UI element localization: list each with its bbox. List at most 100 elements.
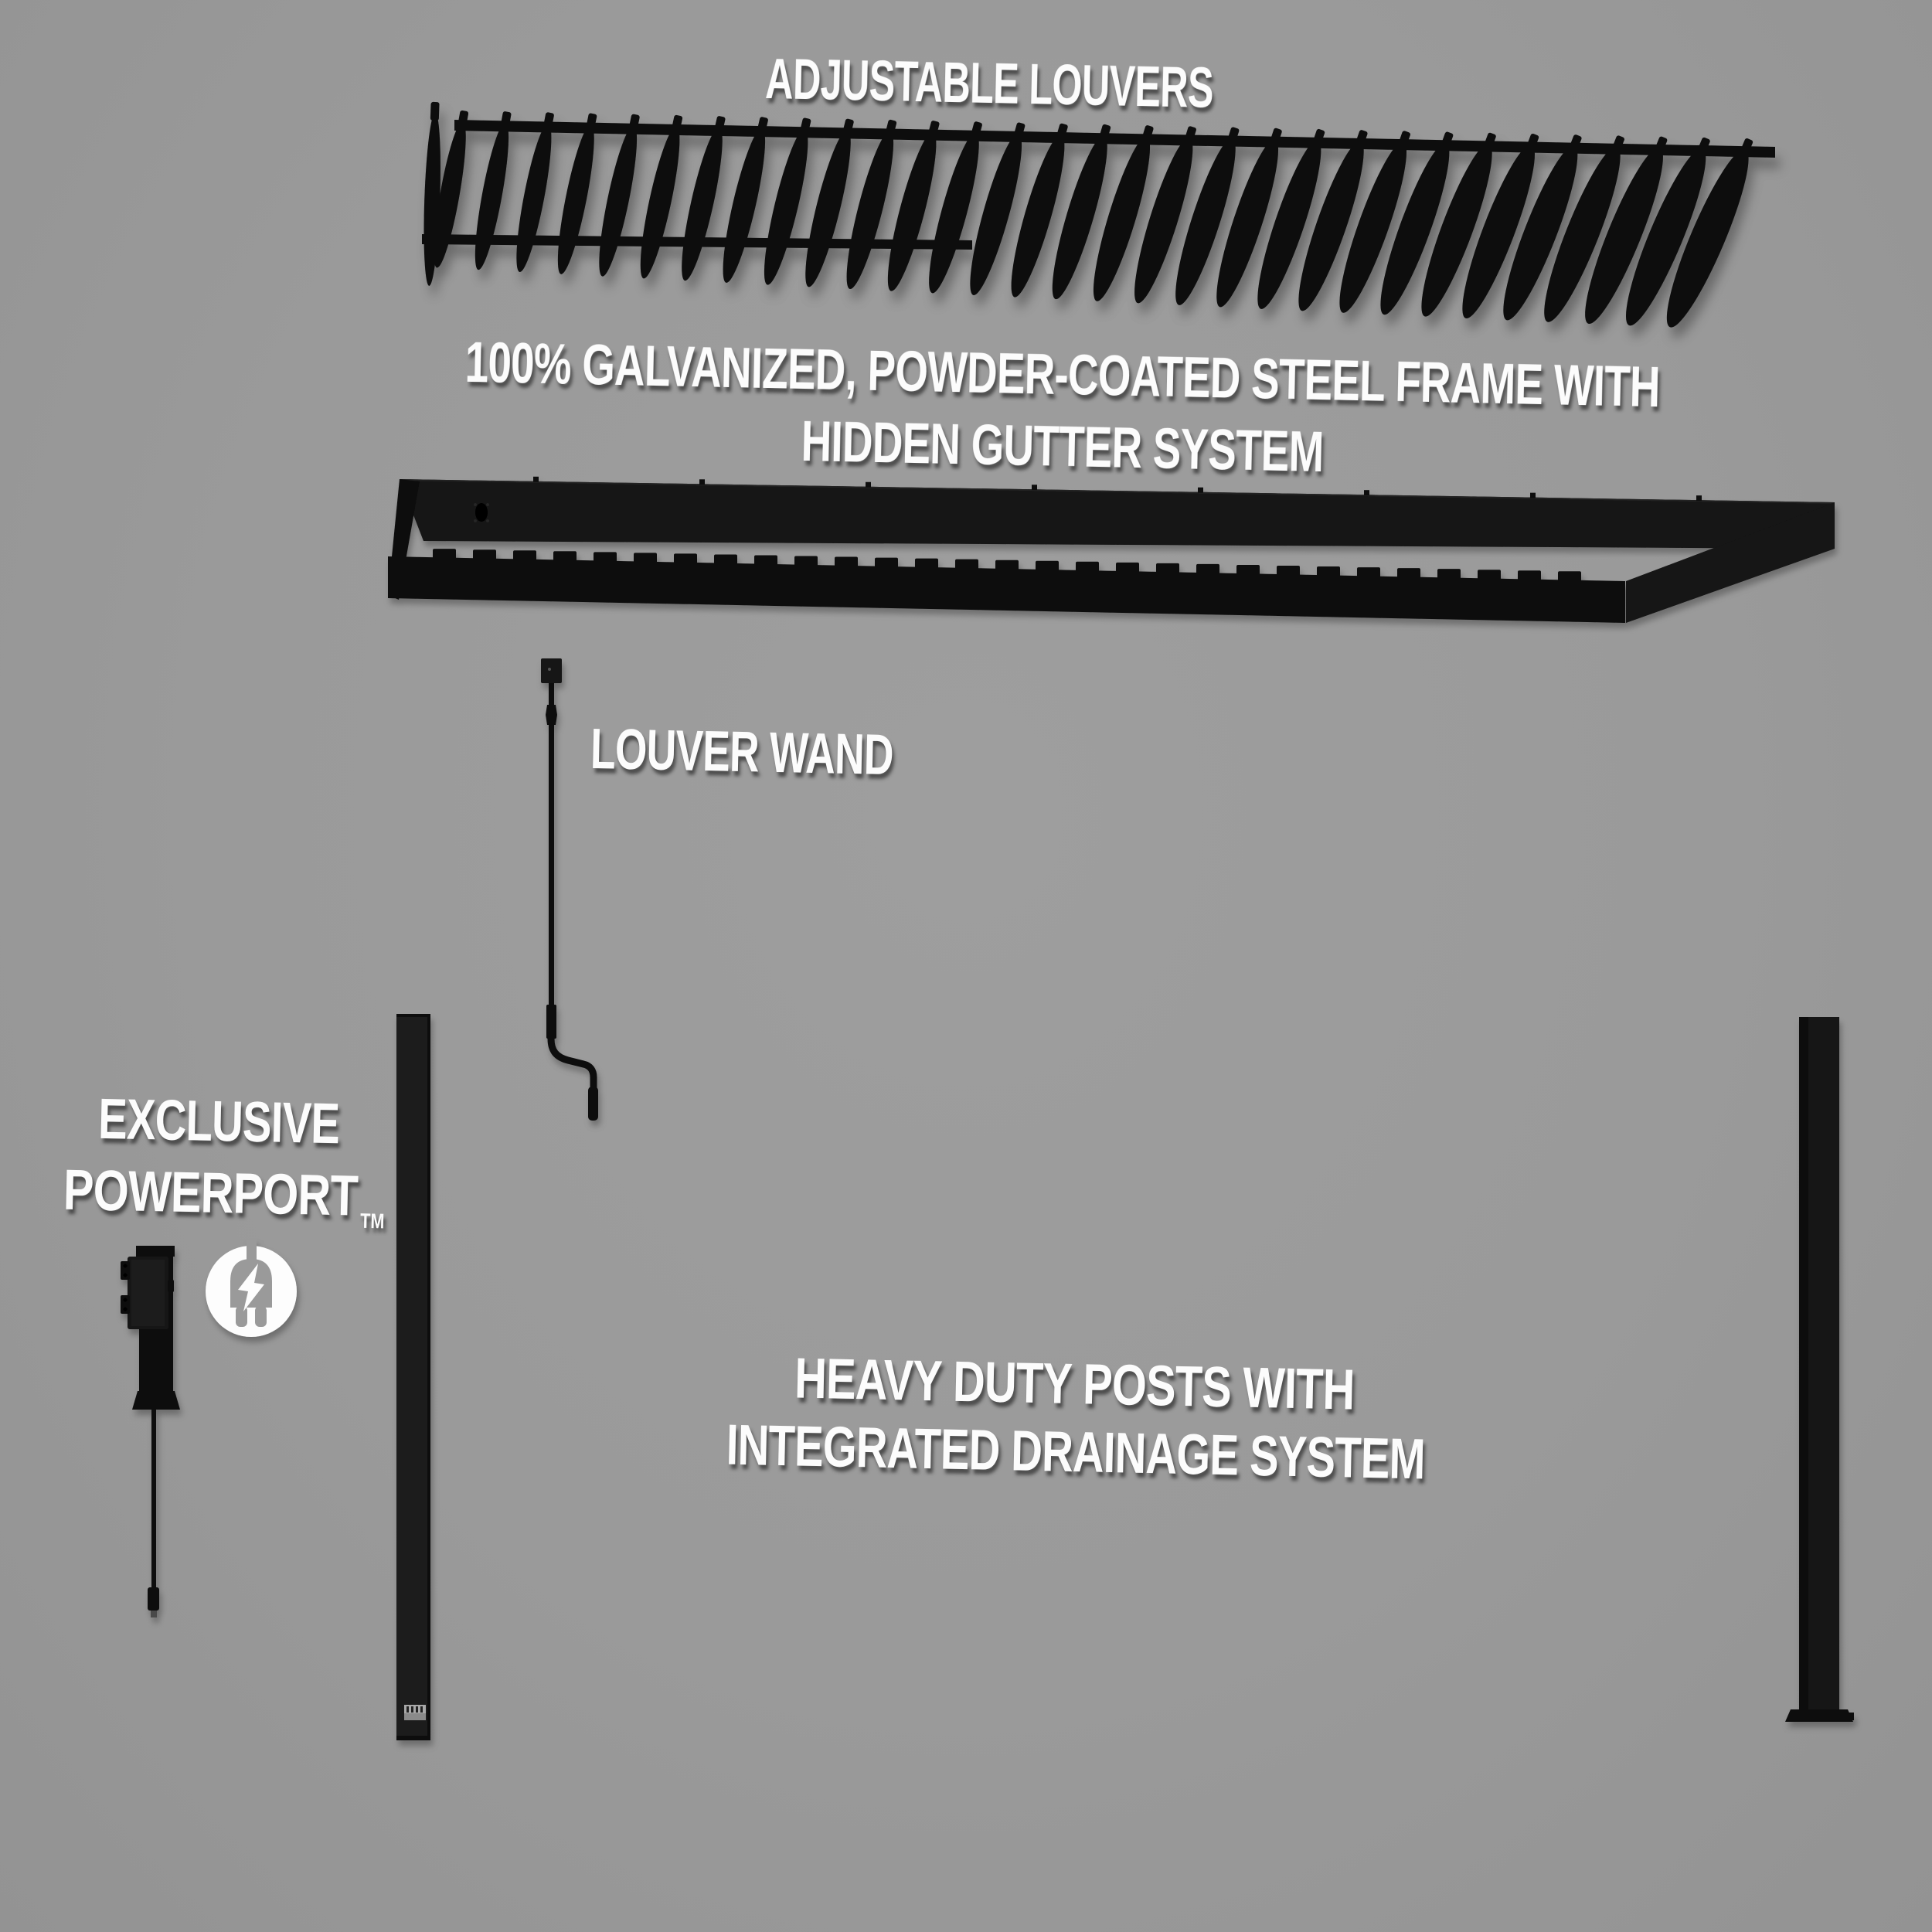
frame-pocket-tab (1397, 568, 1420, 580)
frame-pocket-tab (915, 558, 938, 570)
frame-pocket-tab (794, 556, 818, 567)
drain-slit (420, 1706, 423, 1713)
post-left-edge (427, 1014, 430, 1740)
wand-cap-dot (548, 668, 551, 671)
plug-lightning-icon (206, 1240, 297, 1337)
frame-back-tick (1364, 490, 1369, 496)
powerport-clip-bottom (121, 1295, 130, 1314)
frame-pocket-tabs (433, 549, 1581, 583)
drain-slit (406, 1706, 409, 1713)
powerport-cable-plug-tip (151, 1611, 157, 1617)
frame-pocket-tab (1317, 566, 1340, 578)
powerport-clip-top (121, 1261, 130, 1280)
wand-hook-cap (541, 658, 562, 683)
louver-blade (599, 114, 640, 277)
frame-pocket-tab (513, 550, 536, 562)
louver-blade (640, 114, 683, 279)
label-powerport-line2-group: POWERPORTTM (63, 1158, 386, 1233)
label-louver-wand-text: LOUVER WAND (590, 716, 894, 787)
frame-front-rail (388, 556, 1625, 623)
icon-plug-prong-left (236, 1306, 247, 1327)
frame-pocket-tab (1236, 564, 1260, 576)
frame-pocket-tab (634, 553, 657, 564)
post-left-top-edge (396, 1014, 430, 1017)
powerport-device-graphic (121, 1246, 180, 1617)
label-powerport-line2-text: POWERPORT (63, 1157, 359, 1228)
frame-pocket-tab (473, 549, 496, 561)
frame-back-tick (1032, 485, 1037, 491)
frame-pocket-tab (1156, 563, 1179, 574)
louver-blade (516, 112, 554, 273)
frame-pocket-tab (1196, 563, 1219, 575)
louver-top-rail (454, 120, 1775, 158)
frame-pocket-tab (1116, 562, 1139, 573)
wand-upper-rod (549, 683, 554, 705)
post-right-edge (1799, 1017, 1808, 1711)
frame-pocket-tab (594, 552, 617, 563)
post-left-body (396, 1014, 430, 1740)
frame-pocket-tab (955, 559, 978, 570)
frame-back-tick (533, 476, 539, 482)
post-left-drain-grate (404, 1705, 426, 1713)
frame-pocket-tab (1076, 561, 1099, 573)
powerport-top-bracket (136, 1246, 175, 1257)
frame-pocket-tab (835, 556, 858, 568)
louver-blades (434, 110, 1753, 328)
frame-pocket-tab (1036, 560, 1059, 572)
post-right-base-plate (1785, 1709, 1853, 1722)
post-right-base-foot (1847, 1713, 1854, 1720)
powerport-trademark: TM (359, 1209, 385, 1233)
frame-back-rail-highlight (399, 479, 1835, 504)
wand-sleeve (546, 1005, 556, 1039)
steel-frame-graphic (388, 476, 1835, 623)
frame-motor-mount (474, 503, 489, 522)
frame-right-rail (1626, 502, 1835, 623)
powerport-face (131, 1260, 165, 1326)
powerport-foot (132, 1391, 180, 1410)
post-left-graphic (396, 1014, 430, 1740)
frame-pocket-tab (1518, 570, 1541, 582)
frame-pocket-tab (875, 557, 898, 569)
frame-back-tick (1696, 495, 1702, 502)
label-posts-line2-text: INTEGRATED DRAINAGE SYSTEM (726, 1412, 1426, 1492)
post-right-graphic (1785, 1017, 1854, 1722)
label-frame-line2-text: HIDDEN GUTTER SYSTEM (801, 408, 1325, 485)
frame-back-tick (1530, 492, 1536, 498)
powerport-cable (151, 1410, 156, 1589)
wand-rod (549, 725, 554, 1005)
post-left-drain-grate-lower (404, 1713, 426, 1720)
wand-connector (546, 705, 557, 725)
frame-pocket-tab (714, 554, 737, 566)
label-posts-line1-text: HEAVY DUTY POSTS WITH (793, 1345, 1355, 1422)
icon-top-notch (247, 1240, 257, 1264)
drain-slit (411, 1706, 413, 1713)
frame-back-tick (866, 481, 871, 488)
frame-pocket-tab (1437, 569, 1461, 580)
frame-back-tick (1198, 487, 1203, 493)
frame-pocket-tab (433, 549, 456, 560)
label-adjustable-louvers-text: ADJUSTABLE LOUVERS (764, 46, 1214, 121)
label-powerport-line1-text: EXCLUSIVE (97, 1086, 340, 1156)
icon-lightning-bolt (238, 1264, 264, 1311)
louver-wand-graphic (541, 658, 598, 1121)
frame-pocket-tab (995, 560, 1019, 571)
icon-plug-prong-right (255, 1306, 267, 1327)
powerport-cable-plug (148, 1587, 159, 1611)
louver-blade (474, 111, 512, 270)
frame-pocket-tab (1277, 566, 1300, 577)
drain-slit (416, 1706, 418, 1713)
post-left-bottom-edge (396, 1736, 430, 1740)
powerport-side-button (168, 1280, 174, 1292)
louver-blade (557, 113, 597, 274)
frame-pocket-tab (674, 553, 697, 565)
frame-pocket-tab (1478, 570, 1501, 581)
frame-pocket-tab (754, 555, 777, 566)
frame-pocket-tab (1558, 571, 1581, 583)
adjustable-louvers-graphic (422, 101, 1775, 328)
frame-back-tick (699, 479, 705, 485)
frame-back-ticks (533, 476, 1702, 502)
wand-crank-bend (547, 1035, 597, 1095)
wand-grip (588, 1087, 598, 1121)
